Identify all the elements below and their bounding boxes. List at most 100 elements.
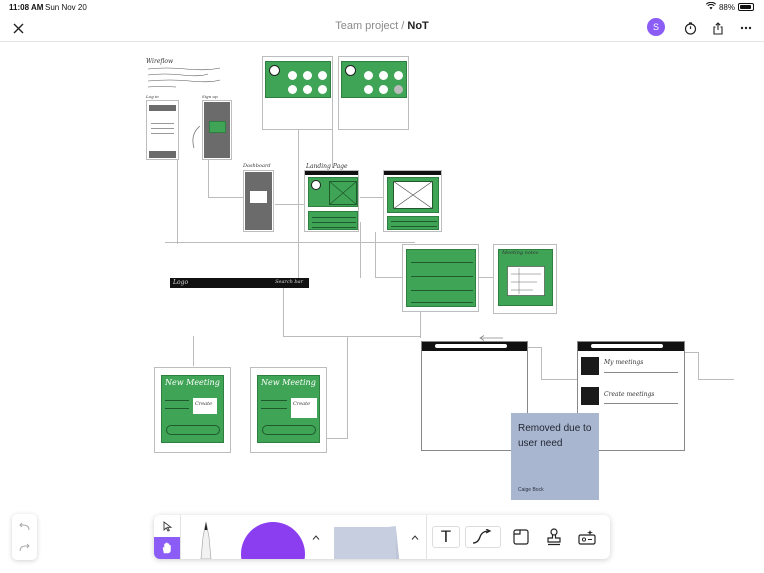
pen-color-swatch[interactable] (241, 522, 305, 559)
toolbar-divider (180, 515, 181, 559)
status-bar: 11:08 AM Sun Nov 20 88% (0, 0, 764, 14)
image-placeholder-icon (393, 181, 433, 209)
stamp-tool[interactable] (539, 526, 569, 548)
sticky-note[interactable]: Removed due to user need Caige Bock (511, 413, 599, 500)
dashboard-screen-frame[interactable] (243, 170, 274, 232)
connector-line (478, 277, 493, 278)
whiteboard-canvas[interactable]: Wireflow Log in Sign up Dashboard (0, 42, 764, 512)
landing-page-frame[interactable] (304, 170, 359, 232)
menu-dot (364, 71, 373, 80)
menu-frame-1[interactable] (262, 56, 333, 130)
connector-line (698, 379, 734, 380)
connector-line (541, 379, 577, 380)
sticky-note-text: Removed due to user need (518, 423, 592, 449)
search-bar-label: Search bar (275, 279, 303, 285)
login-line (151, 123, 174, 124)
dashboard-caption[interactable]: Dashboard (243, 163, 271, 169)
widgets-tool[interactable] (572, 526, 602, 548)
text-tool[interactable]: T (432, 526, 460, 548)
meetings-list-frame[interactable] (402, 244, 479, 312)
pen-tool[interactable] (194, 521, 218, 559)
row-line (604, 403, 678, 404)
share-icon (713, 21, 723, 35)
connector-line (360, 222, 361, 278)
redo-button[interactable] (17, 540, 32, 555)
cursor-icon (163, 520, 172, 532)
new-meeting-frame-1[interactable]: New Meeting Create (154, 367, 231, 453)
connector-line (283, 282, 284, 337)
content-hero (387, 177, 439, 213)
signup-caption[interactable]: Sign up (202, 94, 218, 99)
login-caption[interactable]: Log in (146, 94, 159, 99)
row-line (604, 372, 678, 373)
form-pill (262, 425, 316, 435)
avatar[interactable]: S (647, 18, 665, 36)
menu-frame-2[interactable] (338, 56, 409, 130)
list-line (411, 302, 473, 303)
meeting-detail-frame[interactable]: Meeting notes (493, 244, 557, 314)
connector-line (332, 130, 333, 168)
desktop-topbar (422, 342, 527, 351)
project-name[interactable]: Team project (335, 20, 399, 32)
timer-button[interactable] (682, 20, 698, 36)
file-header: Team project / NoT S (0, 14, 764, 42)
handwritten-notes[interactable] (146, 66, 222, 90)
my-meetings-label: My meetings (604, 359, 644, 366)
navbar-wireframe[interactable]: Logo Search bar (170, 278, 309, 288)
file-name[interactable]: NoT (407, 20, 429, 32)
undo-button[interactable] (17, 519, 32, 534)
redo-icon (19, 543, 30, 552)
wireflow-note[interactable]: Wireflow (146, 58, 174, 65)
create-box (193, 398, 217, 414)
connector-line (360, 197, 384, 198)
logo-label: Logo (173, 279, 189, 286)
desktop-frame-1[interactable] (421, 341, 528, 451)
pen-options-toggle[interactable] (310, 531, 322, 543)
timer-icon (684, 21, 696, 35)
list-line (411, 262, 473, 263)
content-frame[interactable] (383, 170, 442, 232)
meeting-thumb (581, 357, 599, 375)
connector-line (275, 204, 305, 205)
toolbar-divider (426, 515, 427, 559)
sticky-note-author: Caige Bock (518, 487, 544, 493)
avatar-circle (345, 65, 356, 76)
close-button[interactable] (10, 20, 26, 36)
create-box (291, 398, 317, 418)
close-icon (13, 23, 23, 33)
status-date: Sun Nov 20 (45, 3, 87, 12)
desktop-search-field (591, 344, 663, 348)
connector-line (326, 438, 348, 439)
menu-dot (303, 85, 312, 94)
landing-page-caption[interactable]: Landing Page (306, 163, 348, 170)
signup-screen-frame[interactable] (202, 100, 232, 160)
form-line (261, 408, 287, 409)
section-tool[interactable] (506, 526, 536, 548)
hand-tool[interactable] (154, 537, 180, 559)
new-meeting-frame-2[interactable]: New Meeting Create (250, 367, 327, 453)
new-meeting-panel: New Meeting Create (257, 375, 320, 443)
connector-tool[interactable] (465, 526, 501, 548)
more-button[interactable] (738, 20, 754, 36)
chevron-up-icon (411, 534, 419, 540)
move-tool[interactable] (154, 515, 180, 537)
list-line (391, 221, 437, 222)
connector-line (165, 242, 415, 243)
login-screen-frame[interactable] (146, 100, 179, 160)
create-label: Create (195, 401, 213, 407)
status-indicators: 88% (705, 1, 754, 12)
menu-dot (288, 85, 297, 94)
connector-line (698, 352, 699, 379)
menu-panel (265, 61, 331, 98)
connector-line (684, 352, 698, 353)
signup-card (209, 121, 226, 133)
sticky-tool[interactable] (326, 523, 406, 559)
sticky-options-toggle[interactable] (409, 531, 421, 543)
menu-panel (341, 61, 407, 98)
connector-line (375, 232, 376, 277)
share-button[interactable] (710, 20, 726, 36)
landing-list (308, 211, 358, 230)
arrow-connector (192, 125, 201, 149)
page-title[interactable]: Team project / NoT (0, 20, 764, 32)
